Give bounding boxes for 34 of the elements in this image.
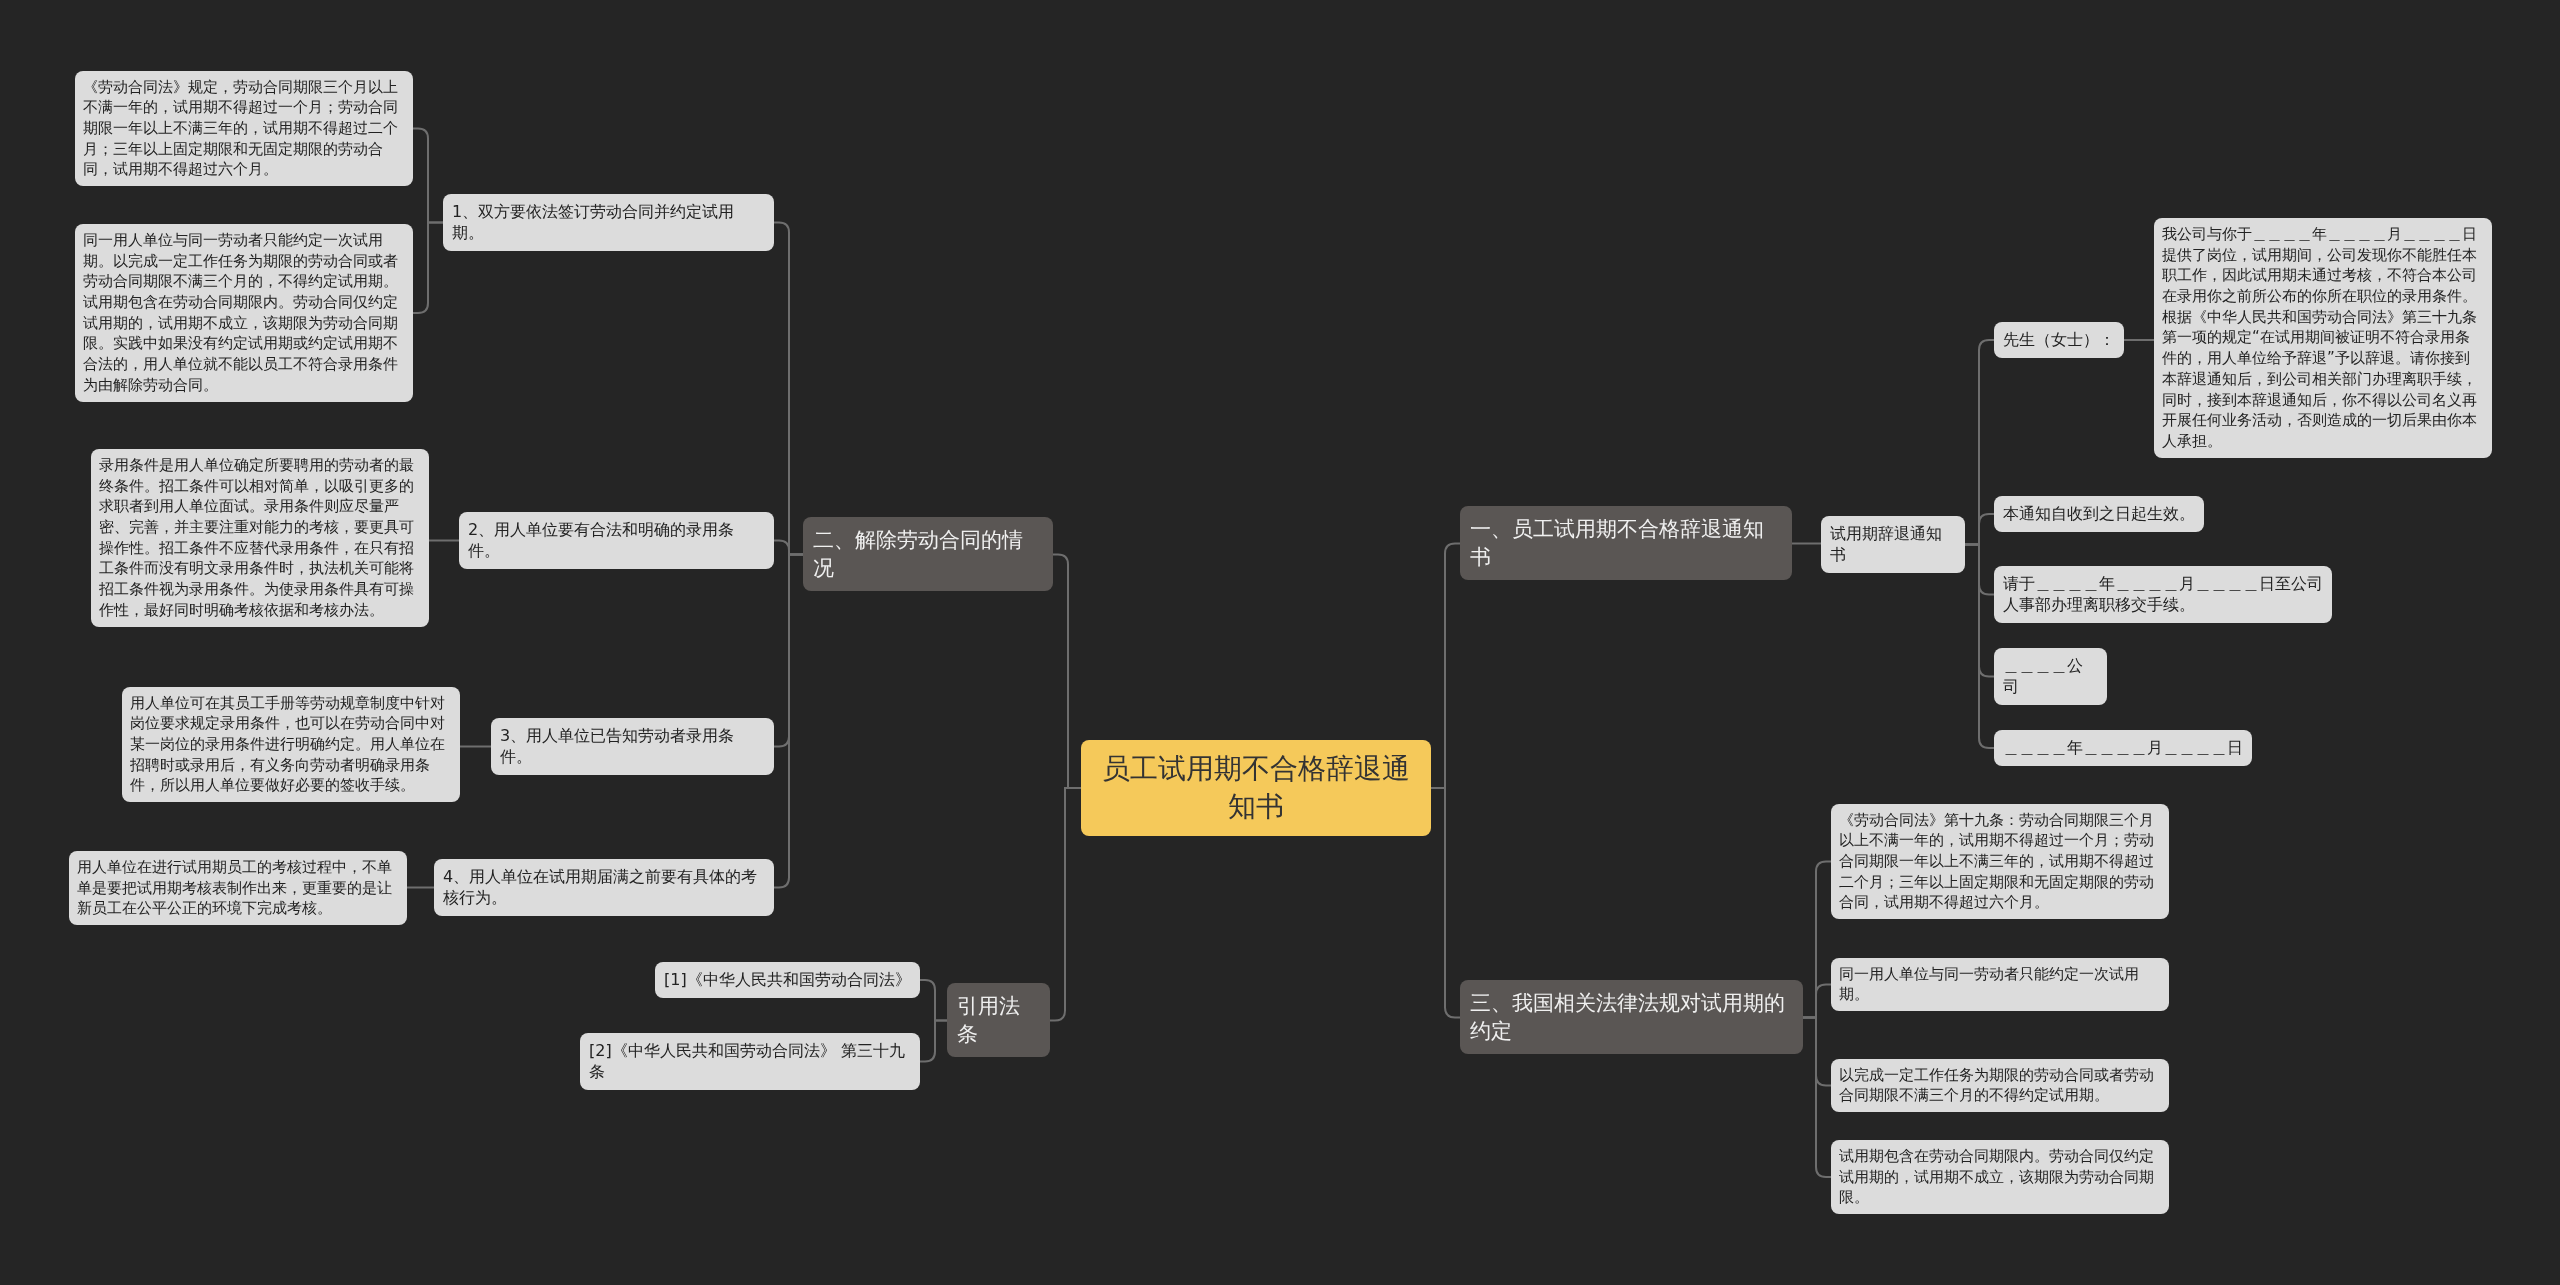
topic-box: 4、用人单位在试用期届满之前要有具体的考核行为。 (434, 858, 774, 916)
text-box: 用人单位在进行试用期员工的考核过程中，不单单是要把试用期考核表制作出来，更重要的是让新员工在公平公正的环境下完成考核。 (69, 851, 407, 926)
text-box: 以完成一定工作任务为期限的劳动合同或者劳动合同期限不满三个月的不得约定试用期。 (1831, 1058, 2169, 1112)
text-box: 《劳动合同法》规定，劳动合同期限三个月以上不满一年的，试用期不得超过一个月；劳动合同期限一年以上不满三年的，试用期不得超过二个月；三年以上固定期限和无固定期限的劳动合同，试用期不得超过六个月。 (75, 70, 413, 186)
branch-box: 引用法条 (947, 982, 1050, 1058)
topic-box: 请于＿＿＿＿年＿＿＿＿月＿＿＿＿日至公司人事部办理离职移交手续。 (1994, 565, 2332, 623)
branch-box: 一、员工试用期不合格辞退通知书 (1460, 505, 1792, 581)
topic-box: [2]《中华人民共和国劳动合同法》 第三十九条 (580, 1032, 920, 1090)
topic-box: 1、双方要依法签订劳动合同并约定试用期。 (443, 193, 774, 251)
topic-box: 试用期辞退通知书 (1821, 515, 1965, 573)
connector-line (1791, 542, 1822, 545)
topic-box: 先生（女士）： (1994, 322, 2124, 358)
text-box: 同一用人单位与同一劳动者只能约定一次试用期。以完成一定工作任务为期限的劳动合同或者劳动合同期限不满三个月的，不得约定试用期。试用期包含在劳动合同期限内。劳动合同仅约定试用期的，试用期不成立，该期限为劳动合同期限。实践中如果没有约定试用期或约定试用期不合法的，用人单位就不能以员工不符合录用条件为由解除劳动合同。 (75, 224, 413, 402)
connector-line (406, 886, 435, 889)
text-box: 《劳动合同法》第十九条：劳动合同期限三个月以上不满一年的，试用期不得超过一个月；劳动合同期限一年以上不满三年的，试用期不得超过二个月；三年以上固定期限和无固定期限的劳动合同，试用期不得超过六个月。 (1831, 803, 2169, 919)
text-box: 试用期包含在劳动合同期限内。劳动合同仅约定试用期的，试用期不成立，该期限为劳动合同期限。 (1831, 1140, 2169, 1215)
topic-box: ＿＿＿＿年＿＿＿＿月＿＿＿＿日 (1994, 730, 2252, 766)
connector-line (428, 539, 460, 542)
topic-box: [1]《中华人民共和国劳动合同法》 (655, 962, 920, 998)
topic-box: 本通知自收到之日起生效。 (1994, 496, 2204, 532)
topic-box: 3、用人单位已告知劳动者录用条件。 (491, 717, 774, 775)
connector-line (459, 745, 492, 748)
topic-box: 2、用人单位要有合法和明确的录用条件。 (459, 511, 774, 569)
text-box: 用人单位可在其员工手册等劳动规章制度中针对岗位要求规定录用条件，也可以在劳动合同中对某一岗位的录用条件进行明确约定。用人单位在招聘时或录用后，有义务向劳动者明确录用条件，所以用人单位要做好必要的签收手续。 (122, 686, 460, 802)
text-box: 我公司与你于＿＿＿＿年＿＿＿＿月＿＿＿＿日提供了岗位，试用期间，公司发现你不能胜任本职工作，因此试用期未通过考核，不符合本公司在录用你之前所公布的你所在职位的录用条件。根据《中华人民共和国劳动合同法》第三十九条第一项的规定“在试用期间被证明不符合录用条件的，用人单位给予辞退”予以辞退。请你接到本辞退通知后，到公司相关部门办理离职手续，同时，接到本辞退通知后，你不得以公司名义再开展任何业务活动，否则造成的一切后果由你本人承担。 (2154, 218, 2492, 458)
text-box: 录用条件是用人单位确定所要聘用的劳动者的最终条件。招工条件可以相对简单，以吸引更多的求职者到用人单位面试。录用条件则应尽量严密、完善，并主要注重对能力的考核，要更具可操作性。招工条件不应替代录用条件，在只有招工条件而没有明文录用条件时，执法机关可能将招工条件视为录用条件。为使录用条件具有可操作性，最好同时明确考核依据和考核办法。 (91, 449, 429, 627)
connector-line (919, 1019, 948, 1063)
text-box: 同一用人单位与同一劳动者只能约定一次试用期。 (1831, 957, 2169, 1011)
branch-box: 二、解除劳动合同的情况 (803, 516, 1053, 592)
branch-box: 三、我国相关法律法规对试用期的约定 (1460, 979, 1803, 1055)
central-topic-box: 员工试用期不合格辞退通知书 (1081, 740, 1431, 836)
connector-line (2123, 339, 2155, 341)
connector-line (773, 553, 804, 889)
topic-box: ＿＿＿＿公司 (1994, 647, 2107, 705)
